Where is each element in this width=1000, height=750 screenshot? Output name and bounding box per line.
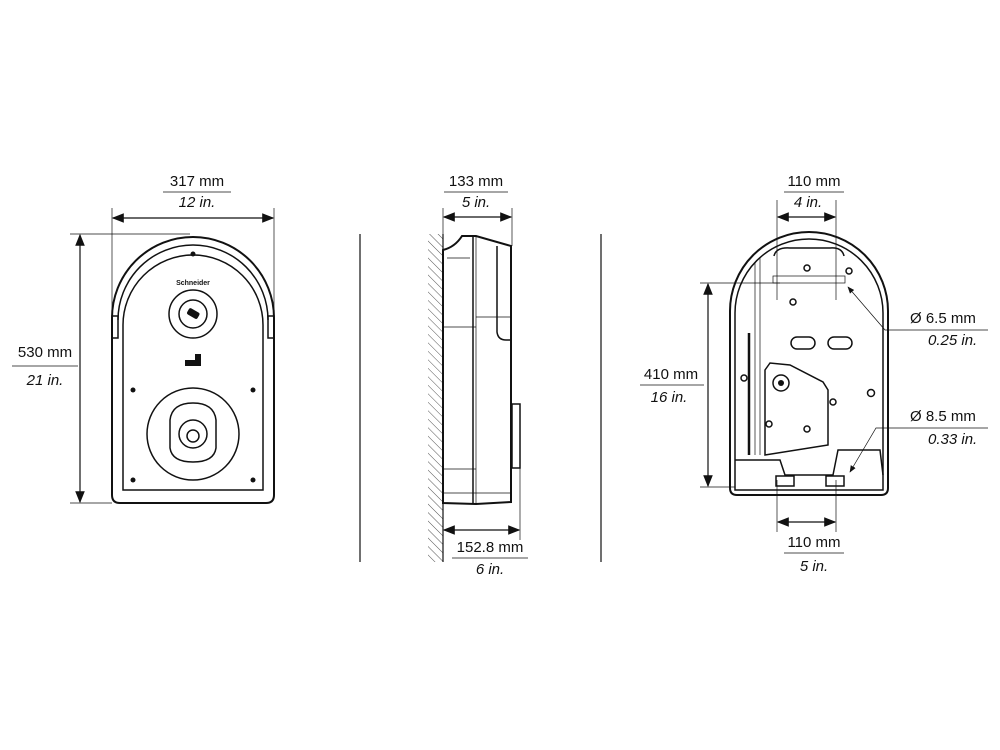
internal-board <box>764 362 829 456</box>
height-in-label: 21 in. <box>26 372 64 389</box>
status-ring <box>168 289 218 339</box>
large-hole-in-label: 0.33 in. <box>928 431 977 448</box>
back-housing <box>729 231 889 496</box>
screw-icon <box>130 477 136 483</box>
front-arch-rim <box>117 244 269 321</box>
bottom-spacing-mm-label: 110 mm <box>787 534 840 551</box>
hole <box>866 388 876 398</box>
large-hole-leader <box>849 427 908 473</box>
fastener <box>772 374 790 392</box>
hole <box>803 425 811 433</box>
small-hole-leader <box>847 286 908 331</box>
screw-icon <box>130 387 136 393</box>
front-view: Schneider 317 mm 12 in. 530 mm 21 in. <box>12 173 275 504</box>
depth-in-label: 5 in. <box>462 194 490 211</box>
cable-slot <box>827 336 853 350</box>
screw-icon <box>250 387 256 393</box>
front-housing <box>111 236 275 504</box>
top-hook <box>773 247 845 257</box>
hole <box>765 420 773 428</box>
vertical-spacing-in-label: 16 in. <box>651 389 688 406</box>
socket-outlet <box>178 419 208 449</box>
small-hole-mm-label: Ø 6.5 mm <box>910 310 976 327</box>
back-view: 110 mm 4 in. 410 mm 16 in. 110 mm 5 in. … <box>640 173 988 575</box>
hole <box>789 298 797 306</box>
top-spacing-mm-label: 110 mm <box>787 173 840 190</box>
height-mm-label: 530 mm <box>18 344 72 361</box>
total-depth-in-label: 6 in. <box>476 561 504 578</box>
wall-hatch <box>428 234 443 562</box>
bottom-mount <box>825 475 845 487</box>
hole <box>740 374 748 382</box>
side-clip-right <box>267 315 275 339</box>
hole <box>845 267 853 275</box>
width-in-label: 12 in. <box>179 194 216 211</box>
rfid-card-icon <box>187 308 200 319</box>
socket-pin <box>186 429 200 443</box>
socket-protrusion <box>511 403 521 469</box>
side-clip-left <box>111 315 119 339</box>
front-face <box>122 254 264 491</box>
depth-mm-label: 133 mm <box>449 173 503 190</box>
side-view: 133 mm 5 in. 152.8 mm 6 in. <box>428 173 528 578</box>
large-hole-mm-label: Ø 8.5 mm <box>910 408 976 425</box>
small-hole-in-label: 0.25 in. <box>928 332 977 349</box>
brand-logo: Schneider <box>176 280 210 287</box>
vertical-spacing-mm-label: 410 mm <box>644 366 698 383</box>
rfid-reader <box>178 299 208 329</box>
screw-icon <box>250 477 256 483</box>
hole <box>803 264 811 272</box>
bottom-spacing-in-label: 5 in. <box>800 558 828 575</box>
fastener-center <box>778 380 784 386</box>
mounting-slot-bar <box>772 275 846 284</box>
screw-icon <box>190 251 196 257</box>
back-inner-wall <box>734 238 884 491</box>
cable-slot <box>790 336 816 350</box>
side-housing <box>442 235 512 506</box>
width-mm-label: 317 mm <box>170 173 224 190</box>
cable-entry-area <box>735 449 884 476</box>
socket-surround <box>146 387 240 481</box>
charging-cable-icon <box>185 354 201 366</box>
top-spacing-in-label: 4 in. <box>794 194 822 211</box>
socket-shutter <box>169 402 217 463</box>
hole <box>829 398 837 406</box>
total-depth-mm-label: 152.8 mm <box>457 539 524 556</box>
front-cover-edge <box>496 246 511 341</box>
bottom-mount <box>775 475 795 487</box>
